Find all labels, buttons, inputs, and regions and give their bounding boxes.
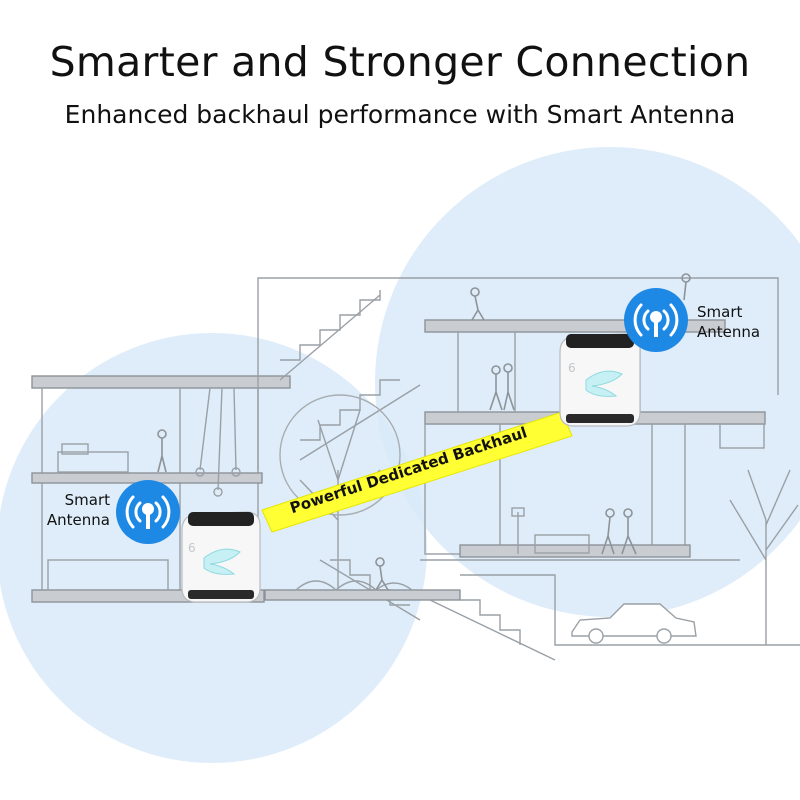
router-right: 6 <box>559 333 641 427</box>
antenna-label-line2: Antenna <box>46 511 110 529</box>
router-left: 6 <box>181 511 261 603</box>
wifi-antenna-icon <box>624 288 688 352</box>
antenna-label-line1: Smart <box>697 303 743 321</box>
headline: Smarter and Stronger Connection <box>49 38 751 86</box>
wifi-antenna-icon <box>116 480 180 544</box>
antenna-label-line1: Smart <box>64 491 110 509</box>
antenna-label-left: Smart Antenna <box>28 490 110 530</box>
subheadline: Enhanced backhaul performance with Smart… <box>64 100 736 129</box>
svg-text:6: 6 <box>568 361 576 375</box>
backhaul-band <box>261 411 573 533</box>
antenna-label-line2: Antenna <box>697 323 761 341</box>
antenna-label-right: Smart Antenna <box>697 302 760 342</box>
svg-text:6: 6 <box>188 541 196 555</box>
